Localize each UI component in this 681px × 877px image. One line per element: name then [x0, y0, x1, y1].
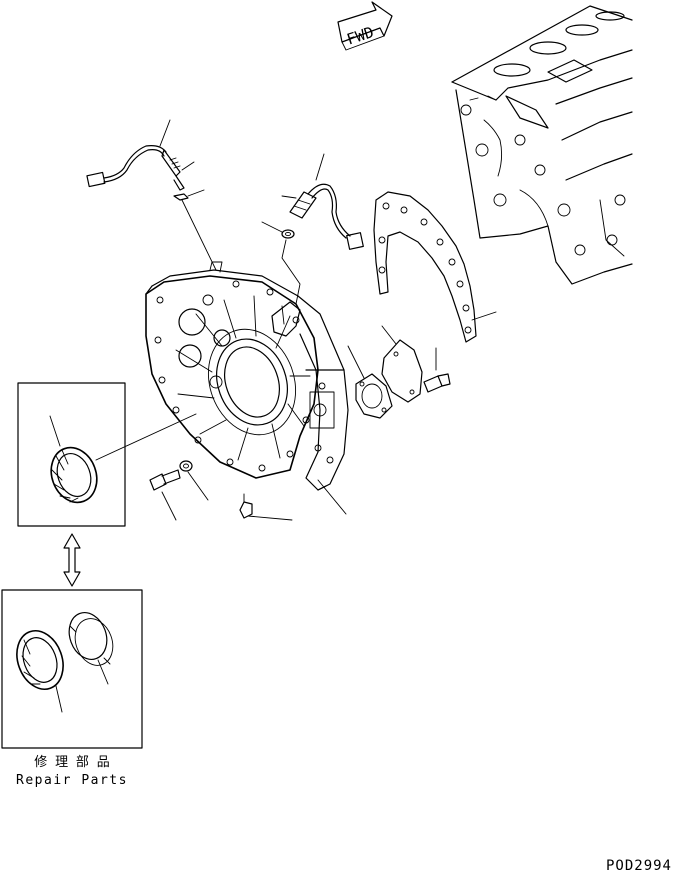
oil-seal-inset — [17, 382, 197, 527]
cylinder-block — [451, 5, 633, 285]
cover-bolt — [423, 347, 451, 393]
sensor-harness-upper — [86, 119, 195, 191]
clip — [173, 189, 205, 201]
leader-lines — [161, 199, 347, 521]
figure-code: POD2994 — [606, 858, 672, 874]
washer-lower — [179, 460, 193, 472]
cover-plate — [381, 325, 423, 403]
housing-bolt — [149, 469, 181, 491]
washer-upper — [261, 221, 295, 239]
repair-parts-label-en: Repair Parts — [16, 773, 128, 788]
repair-parts-inset — [1, 589, 143, 749]
cover-gasket — [347, 345, 393, 419]
flywheel-housing — [145, 261, 349, 491]
fwd-label: FWD — [345, 23, 376, 48]
gasket — [373, 191, 497, 343]
interchange-arrow — [63, 533, 81, 587]
repair-parts-label-jp: 修 理 部 品 — [34, 755, 109, 770]
drain-plug — [239, 493, 253, 519]
sensor-harness-middle — [281, 153, 364, 250]
fwd-arrow: FWD — [337, 1, 393, 51]
